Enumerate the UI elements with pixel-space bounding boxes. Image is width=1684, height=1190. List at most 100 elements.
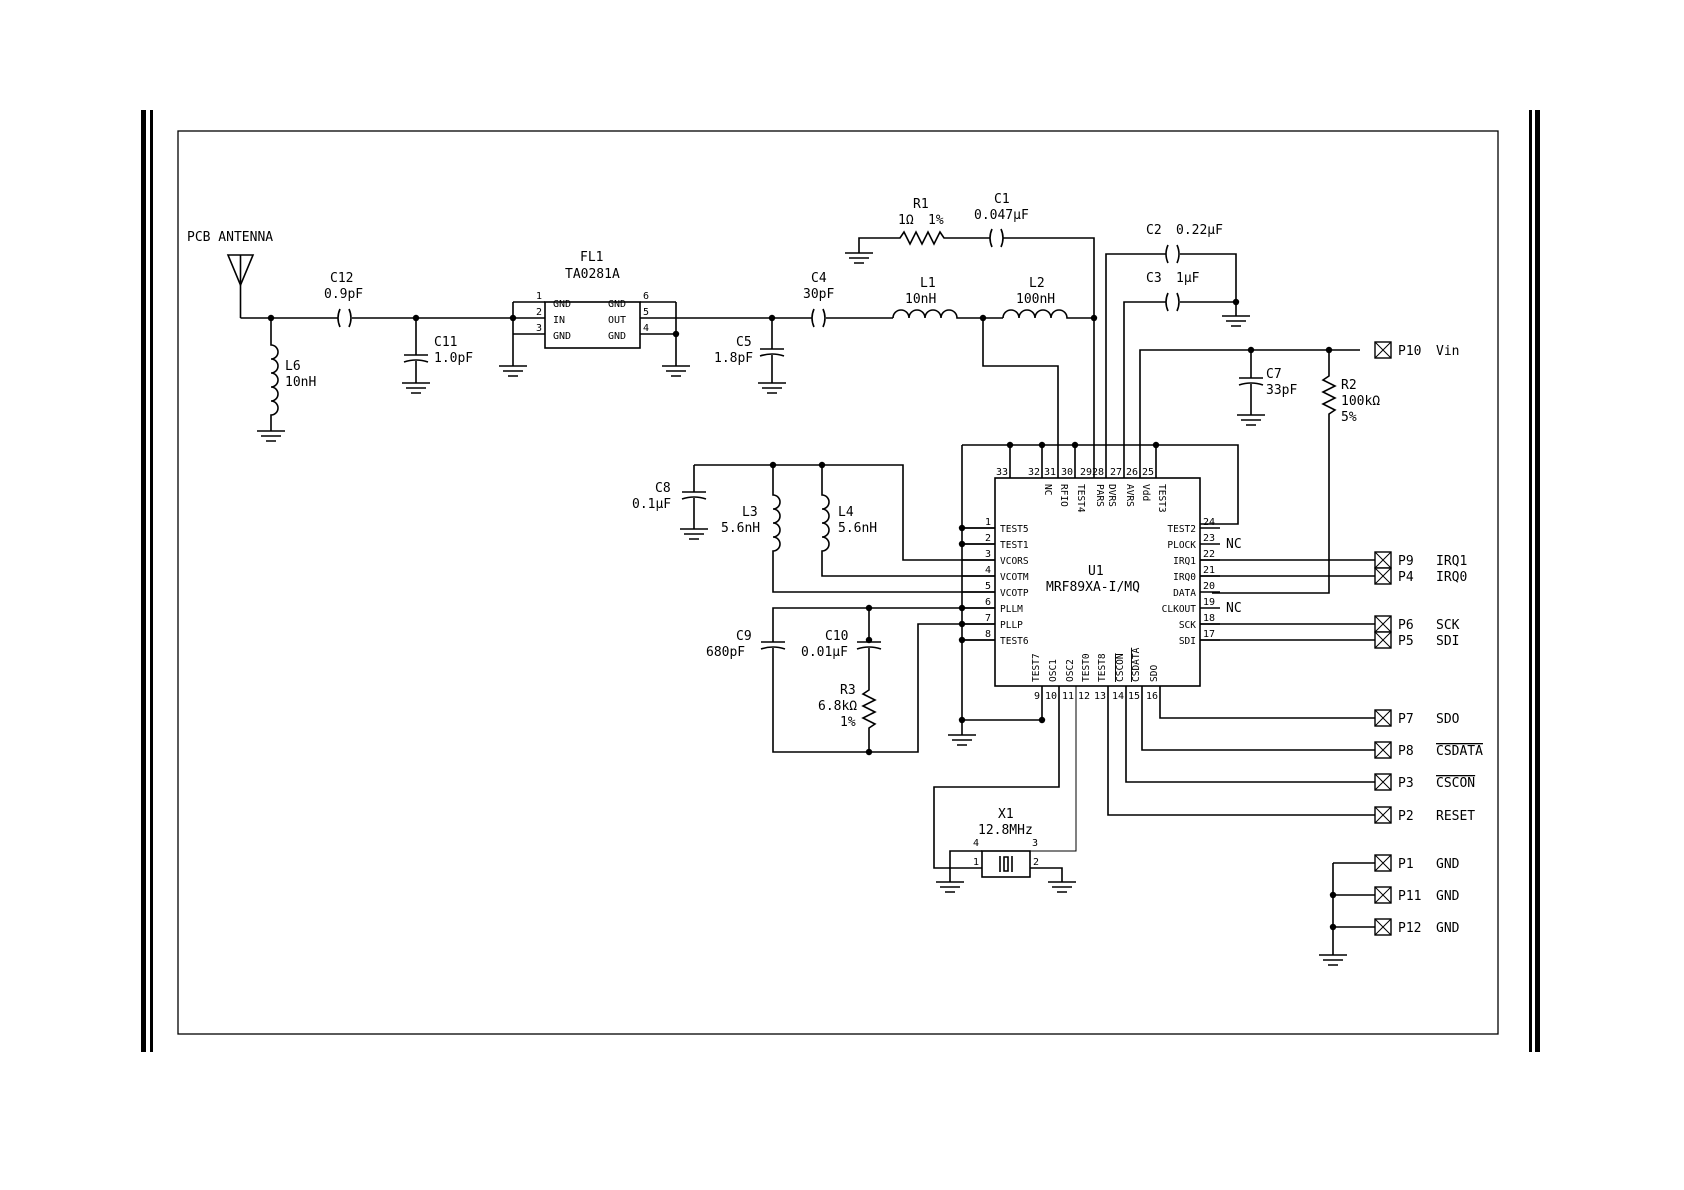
ic-pin-name: TEST3 bbox=[1156, 484, 1167, 513]
svg-text:100kΩ: 100kΩ bbox=[1341, 394, 1380, 409]
svg-text:C9: C9 bbox=[736, 629, 752, 644]
ic-pin-num: 9 bbox=[1034, 691, 1040, 702]
ic-pin-name: TEST0 bbox=[1081, 653, 1092, 682]
svg-text:C12: C12 bbox=[330, 271, 353, 286]
ic-pin-name: TEST1 bbox=[1000, 540, 1029, 551]
svg-text:10nH: 10nH bbox=[285, 375, 316, 390]
port-signal-label: IRQ1 bbox=[1436, 554, 1467, 569]
reset-wire bbox=[1107, 686, 1375, 816]
ic-pin-num: 24 bbox=[1203, 517, 1215, 528]
ic-pin-name: RFIO bbox=[1058, 484, 1069, 507]
svg-text:C3: C3 bbox=[1146, 271, 1162, 286]
svg-text:GND: GND bbox=[608, 299, 626, 310]
svg-text:1μF: 1μF bbox=[1176, 271, 1200, 286]
svg-text:0.047μF: 0.047μF bbox=[974, 208, 1029, 223]
port-p12: P12 GND bbox=[1374, 918, 1460, 936]
svg-text:C7: C7 bbox=[1266, 367, 1282, 382]
ic-pin-num: 28 bbox=[1092, 467, 1104, 478]
ic-pin-num: 10 bbox=[1045, 691, 1057, 702]
ic-pin-name: PLLM bbox=[1000, 604, 1023, 615]
gnd-ports-bus bbox=[1332, 862, 1375, 955]
port-signal-label: GND bbox=[1436, 889, 1460, 904]
crystal-x1: X1 12.8MHz 4 3 1 2 bbox=[933, 686, 1077, 893]
svg-text:1: 1 bbox=[973, 857, 979, 868]
ic-pin-name: SDO bbox=[1149, 665, 1160, 682]
svg-text:C10: C10 bbox=[825, 629, 848, 644]
svg-text:0.1μF: 0.1μF bbox=[632, 497, 671, 512]
ic-pin-num: 20 bbox=[1203, 581, 1215, 592]
ic-pin-num: 1 bbox=[985, 517, 991, 528]
svg-text:5%: 5% bbox=[1341, 410, 1357, 425]
svg-text:L6: L6 bbox=[285, 359, 301, 374]
ic-pin-num: 2 bbox=[985, 533, 991, 544]
svg-text:0.9pF: 0.9pF bbox=[324, 287, 363, 302]
svg-text:1%: 1% bbox=[840, 715, 856, 730]
ic-pin-name: DVRS bbox=[1106, 484, 1117, 507]
capacitor-c2: C2 0.22μF bbox=[1105, 223, 1237, 478]
ic-pin-num: 17 bbox=[1203, 629, 1215, 640]
svg-text:1.0pF: 1.0pF bbox=[434, 351, 473, 366]
ic-pin-name: PARS bbox=[1094, 484, 1105, 507]
svg-text:10nH: 10nH bbox=[905, 292, 936, 307]
svg-text:2: 2 bbox=[1033, 857, 1039, 868]
svg-text:GND: GND bbox=[553, 331, 571, 342]
svg-text:C4: C4 bbox=[811, 271, 827, 286]
page-frame bbox=[141, 110, 1540, 1052]
ic-pin-num: 32 bbox=[1028, 467, 1040, 478]
svg-text:5.6nH: 5.6nH bbox=[838, 521, 877, 536]
port-p10: P10 Vin bbox=[1374, 341, 1459, 359]
port-pin-label: P11 bbox=[1398, 889, 1421, 904]
svg-text:1.8pF: 1.8pF bbox=[714, 351, 753, 366]
svg-text:3: 3 bbox=[536, 323, 542, 334]
svg-text:R3: R3 bbox=[840, 683, 856, 698]
ic-pin-name: PLOCK bbox=[1167, 540, 1196, 551]
ic-pin-num: 26 bbox=[1126, 467, 1138, 478]
port-pin-label: P2 bbox=[1398, 809, 1414, 824]
cscon-wire bbox=[1125, 686, 1375, 783]
svg-text:680pF: 680pF bbox=[706, 645, 745, 660]
antenna-label: PCB ANTENNA bbox=[187, 230, 273, 245]
svg-text:5.6nH: 5.6nH bbox=[721, 521, 760, 536]
svg-text:3: 3 bbox=[1032, 838, 1038, 849]
ic-pin-num: 14 bbox=[1112, 691, 1124, 702]
svg-text:2: 2 bbox=[536, 307, 542, 318]
svg-text:100nH: 100nH bbox=[1016, 292, 1055, 307]
nc-label-19: NC bbox=[1226, 601, 1242, 616]
capacitor-c7: C7 33pF bbox=[1237, 350, 1297, 426]
port-pin-label: P12 bbox=[1398, 921, 1421, 936]
ic-pin-name: VCOTM bbox=[1000, 572, 1029, 583]
svg-text:L4: L4 bbox=[838, 505, 854, 520]
ic-pin-num: 5 bbox=[985, 581, 991, 592]
resistor-r1: R1 1Ω 1% bbox=[845, 197, 990, 264]
vdd-wire bbox=[1139, 349, 1360, 478]
ic-pin-num: 33 bbox=[996, 467, 1008, 478]
ic-pin-name: CLKOUT bbox=[1162, 604, 1197, 615]
port-signal-label: Vin bbox=[1436, 344, 1459, 359]
ic-pin-name: PLLP bbox=[1000, 620, 1023, 631]
ic-pin-name: VCOTP bbox=[1000, 588, 1029, 599]
svg-text:1Ω: 1Ω bbox=[898, 213, 914, 228]
port-pin-label: P10 bbox=[1398, 344, 1421, 359]
port-pin-label: P6 bbox=[1398, 618, 1414, 633]
svg-text:C1: C1 bbox=[994, 192, 1010, 207]
svg-text:C5: C5 bbox=[736, 335, 752, 350]
port-signal-label: GND bbox=[1436, 921, 1460, 936]
svg-text:L1: L1 bbox=[920, 276, 936, 291]
port-p5: P5 SDI bbox=[1374, 631, 1459, 649]
svg-text:OUT: OUT bbox=[608, 315, 626, 326]
svg-text:C2: C2 bbox=[1146, 223, 1162, 238]
ic-pin-num: 19 bbox=[1203, 597, 1215, 608]
vco-tank: C8 0.1μF L3 5.6nH L4 5.6nH bbox=[632, 461, 995, 593]
port-pin-label: P5 bbox=[1398, 634, 1414, 649]
port-signal-label: SDI bbox=[1436, 634, 1459, 649]
sdo-wire bbox=[1159, 686, 1375, 719]
port-signal-label: IRQ0 bbox=[1436, 570, 1467, 585]
svg-text:33pF: 33pF bbox=[1266, 383, 1297, 398]
